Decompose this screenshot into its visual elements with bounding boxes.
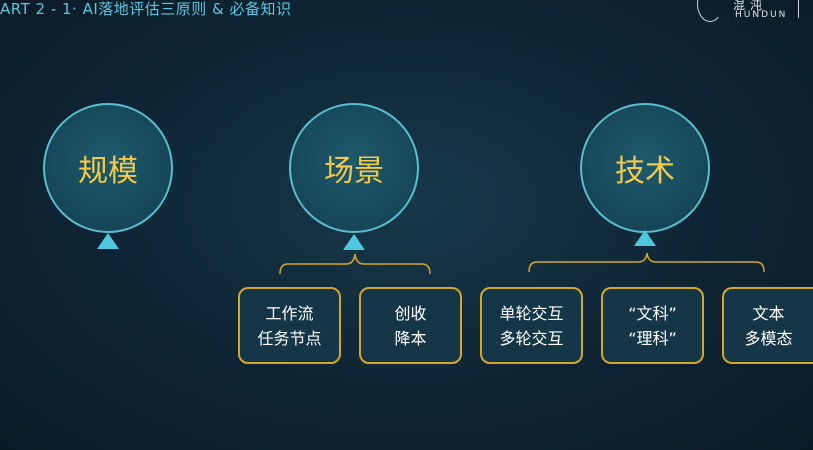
card-revenue: 创收 降本	[359, 287, 462, 364]
logo-chinese-text: 混沌	[733, 0, 768, 12]
principle-tech-label: 技术	[615, 154, 675, 189]
principle-scenario-pointer-icon	[343, 234, 365, 250]
principle-scenario-circle: 场景	[289, 103, 419, 233]
hundun-logo: 混沌 HUNDUN	[695, 0, 813, 24]
scenario-bracket	[279, 253, 431, 275]
principle-tech-pointer-icon	[634, 230, 656, 246]
logo-mark-icon	[697, 0, 723, 22]
card-modality-line2: 多模态	[744, 328, 793, 348]
principle-scale-label: 规模	[78, 154, 138, 189]
card-arts-sciences: “文科” “理科”	[601, 287, 704, 364]
card-modality-line1: 文本	[752, 303, 785, 323]
principle-scale-circle: 规模	[43, 103, 173, 233]
card-interaction-line1: 单轮交互	[499, 303, 564, 323]
card-arts-sciences-line1: “文科”	[628, 303, 677, 323]
tech-bracket	[528, 252, 765, 273]
principle-scenario-label: 场景	[324, 154, 384, 189]
logo-english-text: HUNDUN	[735, 10, 788, 20]
card-interaction: 单轮交互 多轮交互	[480, 287, 583, 364]
logo-divider	[798, 0, 799, 18]
principle-tech-circle: 技术	[580, 103, 710, 233]
page-title: ART 2 - 1· AI落地评估三原则 & 必备知识	[0, 0, 292, 18]
card-workflow: 工作流 任务节点	[238, 287, 341, 364]
principle-scale-pointer-icon	[97, 233, 119, 249]
card-workflow-line2: 任务节点	[257, 328, 322, 348]
card-workflow-line1: 工作流	[265, 303, 314, 323]
card-arts-sciences-line2: “理科”	[628, 328, 677, 348]
card-revenue-line1: 创收	[394, 303, 427, 323]
card-modality: 文本 多模态	[722, 287, 813, 364]
card-interaction-line2: 多轮交互	[499, 328, 564, 348]
card-revenue-line2: 降本	[394, 328, 427, 348]
